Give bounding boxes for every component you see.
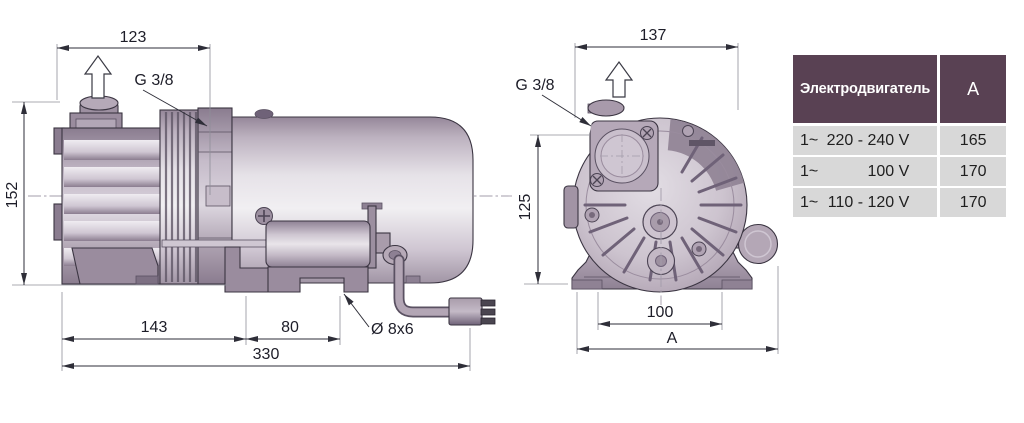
dim-side-width-top-label: 123 xyxy=(120,29,147,46)
phillips-screw xyxy=(255,207,273,225)
table-row: 1~ 220 - 240 V 165 xyxy=(793,126,1006,155)
pump-side-illustration xyxy=(53,95,496,326)
shaft-hub xyxy=(642,204,678,240)
cable-plug xyxy=(448,297,496,326)
pump-head xyxy=(53,95,163,285)
side-lug xyxy=(563,185,579,229)
side-inlet-port-label: G 3/8 xyxy=(134,72,173,89)
dim-foot-holes: 100 xyxy=(597,292,723,330)
cable-size-callout: Ø 8x6 xyxy=(343,293,414,338)
row-voltage: 100 V xyxy=(867,162,910,180)
front-cap-nut xyxy=(587,99,625,117)
dim-length-total-label: 330 xyxy=(253,346,280,363)
table-row: 1~ 100 V 170 xyxy=(793,157,1006,186)
dim-front-height: 125 xyxy=(517,134,590,285)
top-housing-shadow xyxy=(667,119,745,191)
face-screws xyxy=(584,207,707,257)
motor-spec-table: Электродвигатель А 1~ 220 - 240 V 165 1~… xyxy=(793,55,1006,219)
mounting-rail xyxy=(161,239,269,248)
dim-foot-holes-label: 100 xyxy=(647,304,674,321)
dim-foot-front: 143 xyxy=(61,292,247,371)
front-inlet-port-label: G 3/8 xyxy=(515,77,554,94)
dim-length-total: 330 xyxy=(62,328,471,371)
dim-foot-span-label: 80 xyxy=(281,319,299,336)
dim-side-height: 152 xyxy=(4,101,230,286)
mounting-feet xyxy=(224,246,421,293)
row-phase: 1~ xyxy=(800,193,819,211)
inlet-notch xyxy=(570,122,592,150)
dim-foot-span: 80 xyxy=(246,296,341,345)
row-value: 170 xyxy=(940,188,1006,217)
pump-front-illustration xyxy=(563,99,779,305)
row-value: 170 xyxy=(940,157,1006,186)
dim-side-height-label: 152 xyxy=(4,182,21,209)
airflow-up-arrow-icon xyxy=(604,60,634,98)
front-view-drawing: 137 G 3/8 125 100 A xyxy=(515,27,779,354)
dim-front-height-label: 125 xyxy=(517,194,534,221)
row-voltage: 110 - 120 V xyxy=(827,193,910,211)
housing-screws xyxy=(590,126,654,187)
row-phase: 1~ xyxy=(800,162,819,180)
side-inlet-port-callout: G 3/8 xyxy=(134,72,208,127)
row-phase: 1~ xyxy=(800,131,819,149)
dim-foot-front-label: 143 xyxy=(141,319,168,336)
inlet-housing xyxy=(570,99,659,192)
dim-width-total-label: A xyxy=(667,330,678,347)
top-screw xyxy=(254,109,274,119)
front-inlet-port-callout: G 3/8 xyxy=(515,77,592,127)
row-voltage: 220 - 240 V xyxy=(826,131,910,149)
cable-size-label: Ø 8x6 xyxy=(371,321,414,338)
spec-table-header: Электродвигатель А xyxy=(793,55,1006,123)
dim-width-total: A xyxy=(576,266,779,354)
side-view-drawing: 123 G 3/8 152 143 80 Ø 8x6 xyxy=(4,29,512,371)
power-cable xyxy=(393,254,456,318)
header-dim-a: А xyxy=(940,55,1006,123)
dim-side-width-top: 123 xyxy=(56,29,211,195)
dim-front-width-top-label: 137 xyxy=(640,27,667,44)
clamp-ring xyxy=(159,109,199,285)
vent-slot xyxy=(682,125,715,146)
row-value: 165 xyxy=(940,126,1006,155)
dim-front-width-top: 137 xyxy=(574,27,739,118)
airflow-up-arrow-icon xyxy=(83,54,113,99)
header-motor: Электродвигатель xyxy=(793,55,938,123)
table-row: 1~ 110 - 120 V 170 xyxy=(793,188,1006,217)
oil-knob xyxy=(727,223,779,265)
